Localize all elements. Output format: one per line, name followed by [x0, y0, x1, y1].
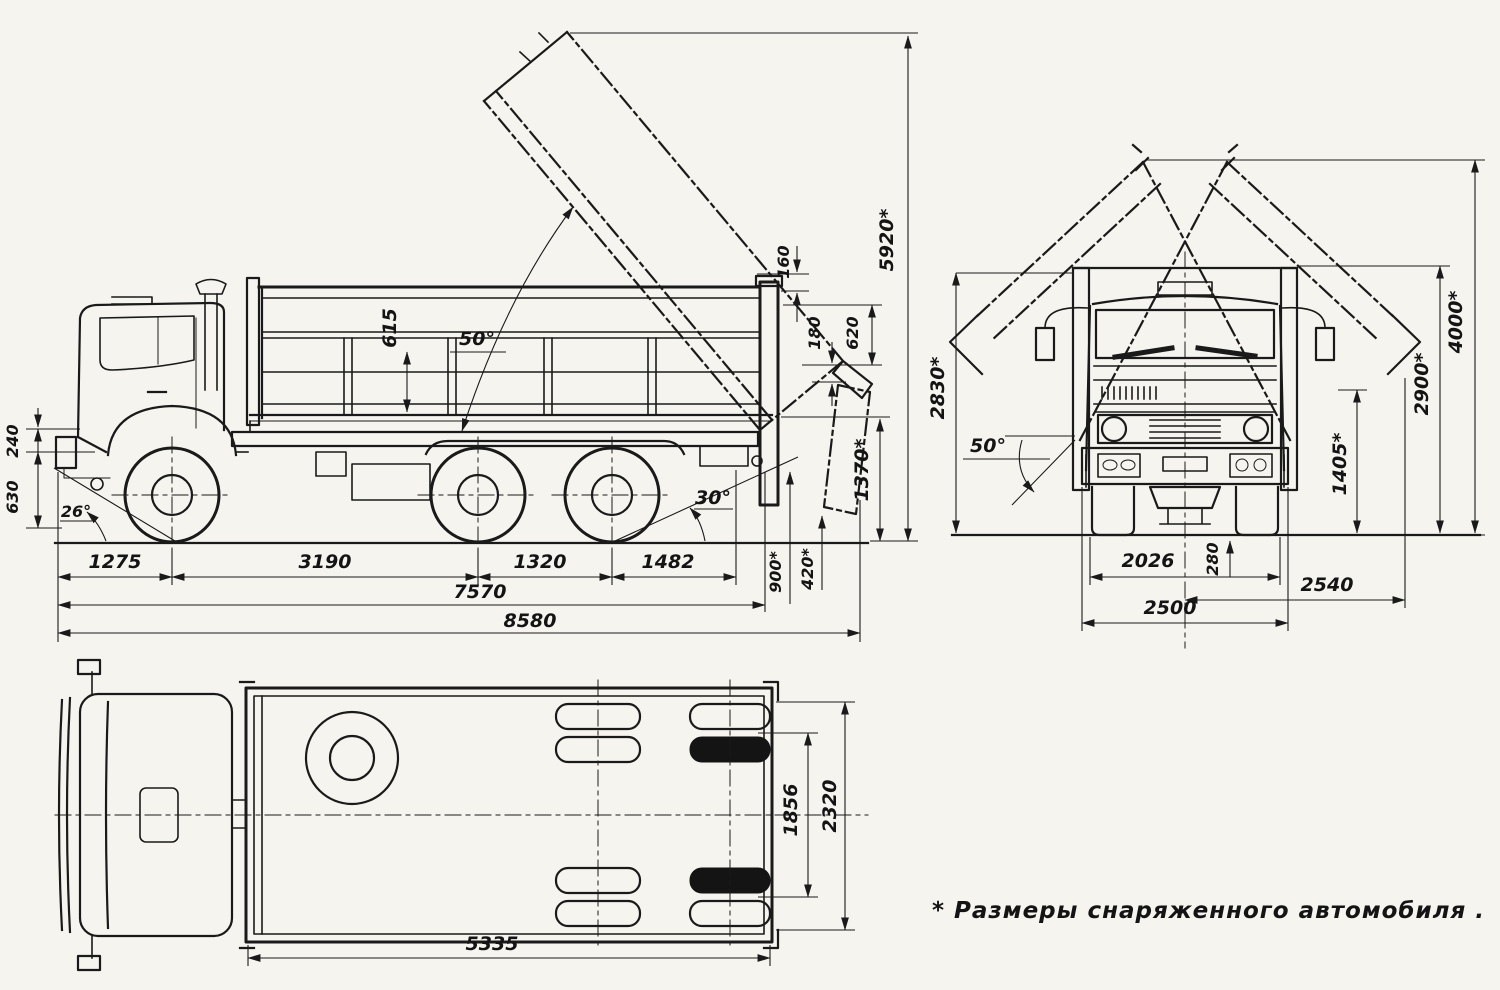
dim-rear-floor-height-1370: 1370*: [851, 439, 873, 502]
dim-wheelbase-3190: 3190: [299, 551, 352, 573]
dim-approach-angle-26: 26°: [61, 502, 91, 521]
dim-630: 630: [3, 480, 22, 513]
dim-4000: 4000*: [1445, 291, 1467, 355]
top-view-linework: [54, 658, 869, 972]
front-view-linework: [948, 143, 1482, 649]
dim-departure-angle-30: 30°: [695, 487, 731, 509]
dim-620: 620: [843, 316, 862, 349]
dim-tip-reach-2540: 2540: [1301, 574, 1354, 596]
dim-tip-angle-50: 50°: [459, 328, 495, 350]
dim-1405: 1405*: [1329, 433, 1351, 496]
dim-body-width-2320: 2320: [819, 780, 841, 833]
dim-420: 420*: [798, 547, 817, 590]
dim-280: 280: [1203, 542, 1222, 575]
dim-rear-overhang-1482: 1482: [642, 551, 695, 573]
dim-240: 240: [3, 424, 22, 457]
top-view-dimensions: [247, 701, 855, 966]
dim-side-tip-angle-50: 50°: [970, 435, 1006, 457]
dimension-labels: 615 50° 160 180 620 5920* 1370* 240 630 …: [3, 209, 1467, 955]
dim-platform-length-5335: 5335: [466, 933, 519, 955]
dim-track-2026: 2026: [1122, 550, 1175, 572]
dim-front-overhang-1275: 1275: [89, 551, 142, 573]
dim-180: 180: [805, 316, 824, 349]
side-view-linework: [53, 30, 874, 554]
side-view-dimensions: [26, 32, 918, 642]
front-view-dimensions: [952, 159, 1485, 631]
dim-length-7570: 7570: [454, 581, 507, 603]
dim-2830: 2830*: [927, 357, 949, 420]
dim-overall-length-8580: 8580: [504, 610, 557, 632]
dim-bogie-base-1320: 1320: [514, 551, 567, 573]
dim-max-height-5920: 5920*: [876, 209, 898, 272]
dim-160: 160: [774, 245, 793, 278]
dim-900: 900*: [766, 550, 785, 592]
dim-inner-width-1856: 1856: [780, 784, 802, 837]
dim-2900: 2900*: [1411, 353, 1433, 416]
footnote-curb-weight: * Размеры снаряженного автомобиля .: [932, 898, 1485, 924]
dim-board-height-615: 615: [379, 308, 401, 348]
dim-overall-width-2500: 2500: [1144, 597, 1197, 619]
